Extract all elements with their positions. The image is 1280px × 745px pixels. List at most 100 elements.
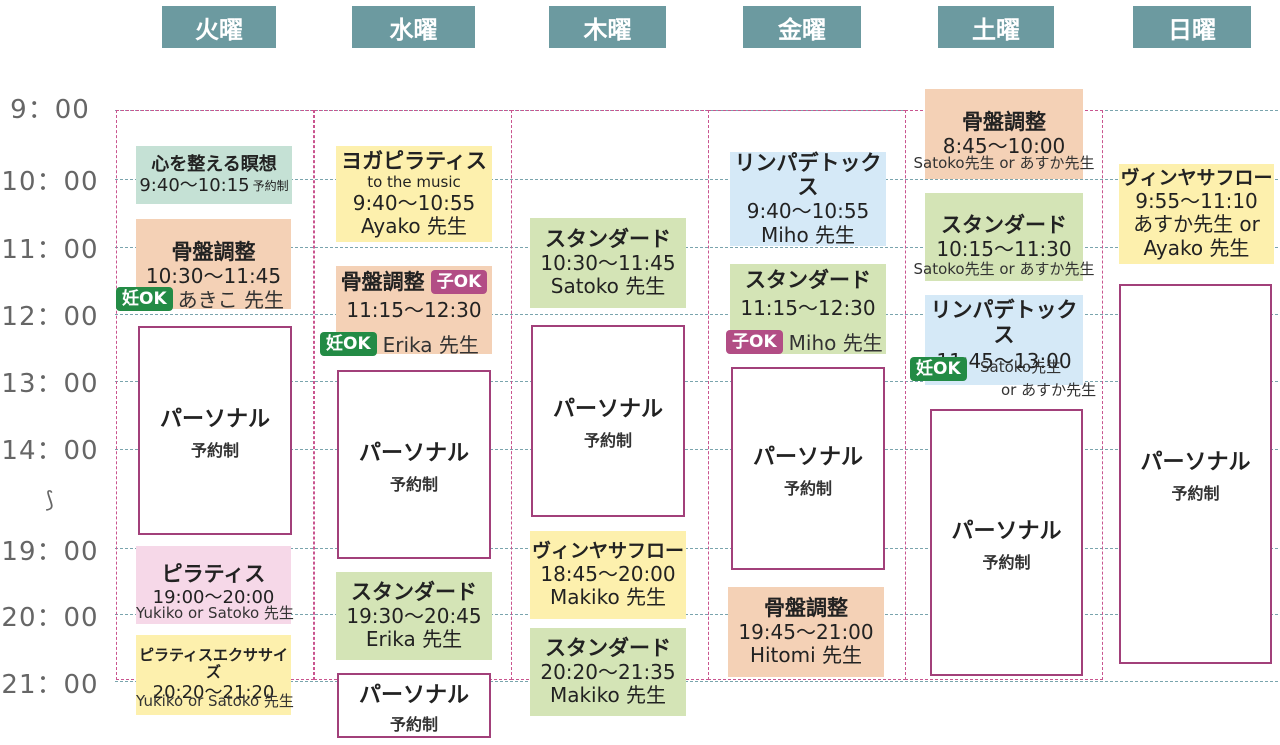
class-teacher: Satoko 先生 — [550, 274, 666, 299]
personal-session-block[interactable]: パーソナル 予約制 — [1119, 284, 1272, 664]
personal-title: パーソナル — [951, 518, 1062, 544]
personal-title: パーソナル — [358, 440, 469, 466]
class-title: 心を整える瞑想 — [151, 153, 277, 175]
day-header-wed: 水曜 — [352, 6, 475, 48]
time-label-10: 10：00 — [1, 167, 99, 197]
personal-session-block[interactable]: パーソナル 予約制 — [138, 326, 292, 535]
class-time: 10:30〜11:45 — [145, 263, 282, 288]
class-block-lymph-detox[interactable]: リンパデトックス 9:40〜10:55 Miho 先生 — [730, 150, 886, 247]
pregnancy-ok-badge: 妊OK — [910, 357, 967, 381]
class-time: 11:15〜12:30 — [740, 295, 876, 320]
class-teacher: Satoko先生 or あすか先生 — [913, 260, 1095, 278]
class-teacher: Makiko 先生 — [549, 585, 667, 610]
personal-note: 予約制 — [389, 474, 438, 494]
class-time: 8:45〜10:00 — [942, 133, 1066, 158]
class-block-standard[interactable]: スタンダード 20:20〜21:35 Makiko 先生 — [530, 628, 686, 716]
class-time: 19:00〜20:00 — [152, 586, 275, 608]
class-teacher-row: 妊OK あきこ 先生 — [116, 284, 284, 313]
class-teacher: あきこ 先生 — [177, 288, 284, 312]
time-label-12: 12：00 — [1, 302, 99, 332]
class-title: 骨盤調整 — [171, 239, 256, 264]
class-block-vinyasa[interactable]: ヴィンヤサフロー 9:55〜11:10 あすか先生 or Ayako 先生 — [1119, 164, 1274, 264]
class-title: ピラティス — [161, 562, 266, 586]
personal-note: 予約制 — [389, 714, 438, 734]
class-block-standard[interactable]: スタンダード 19:30〜20:45 Erika 先生 — [336, 572, 492, 660]
class-teacher: Erika 先生 — [382, 333, 479, 357]
class-time: 9:40〜10:55 — [746, 199, 870, 224]
personal-title: パーソナル — [552, 397, 663, 422]
class-block-standard[interactable]: スタンダード 11:15〜12:30 — [730, 264, 886, 354]
time-label-13: 13：00 — [1, 369, 99, 399]
class-block-vinyasa[interactable]: ヴィンヤサフロー 18:45〜20:00 Makiko 先生 — [530, 531, 686, 619]
class-title: スタンダード — [941, 212, 1067, 237]
time-label-20: 20：00 — [1, 603, 99, 633]
class-block-pelvis[interactable]: 骨盤調整 8:45〜10:00 — [925, 89, 1083, 179]
class-time: 20:20〜21:20 — [152, 682, 275, 704]
class-time: 10:30〜11:45 — [540, 250, 676, 275]
class-block-standard[interactable]: スタンダード 10:30〜11:45 Satoko 先生 — [530, 218, 686, 308]
class-title: ヨガピラティス — [341, 149, 487, 174]
personal-session-block[interactable]: パーソナル 予約制 — [337, 370, 491, 559]
class-block-standard[interactable]: スタンダード 10:15〜11:30 — [925, 193, 1083, 281]
grid-line-11 — [115, 247, 1278, 248]
class-time: 11:45〜13:00 — [936, 348, 1072, 373]
class-title: ヴィンヤサフロー — [531, 540, 684, 563]
class-teacher: Yukiko or Satoko 先生 — [136, 692, 294, 710]
class-teacher: Ayako 先生 — [361, 214, 467, 239]
personal-session-block[interactable]: パーソナル 予約制 — [930, 409, 1083, 676]
grid-line-14 — [115, 449, 1278, 450]
class-teacher: Satoko先生 — [980, 358, 1062, 376]
personal-note: 予約制 — [190, 440, 239, 460]
class-title: 骨盤調整 — [340, 270, 425, 294]
class-title: リンパデトックス — [930, 298, 1078, 347]
class-block-pilates-exercise[interactable]: ピラティスエクササイズ 20:20〜21:20 — [136, 635, 291, 715]
grid-line-20 — [115, 614, 1278, 615]
grid-line-10 — [115, 179, 1278, 180]
class-title: ピラティスエクササイズ — [138, 645, 289, 682]
class-subtitle: to the music — [367, 172, 461, 191]
class-time: 11:15〜12:30 — [346, 297, 482, 322]
personal-title: パーソナル — [159, 406, 270, 432]
personal-note: 予約制 — [783, 478, 832, 498]
class-time: 19:45〜21:00 — [738, 619, 874, 644]
personal-note: 予約制 — [583, 431, 632, 450]
grid-line-12 — [115, 314, 1278, 315]
class-time: 20:20〜21:35 — [540, 659, 676, 684]
class-block-pelvis[interactable]: 骨盤調整 19:45〜21:00 Hitomi 先生 — [728, 587, 884, 677]
class-teacher: Makiko 先生 — [549, 683, 667, 708]
class-title: 骨盤調整 — [962, 109, 1046, 134]
time-label-19: 19：00 — [1, 537, 99, 567]
class-teacher-row: 妊OK Erika 先生 — [320, 329, 479, 358]
class-teacher: Ayako 先生 — [1143, 236, 1250, 260]
personal-session-block[interactable]: パーソナル 予約制 — [531, 325, 685, 517]
class-teacher: あすか先生 or — [1133, 212, 1260, 237]
class-title: スタンダード — [545, 227, 671, 252]
class-time: 18:45〜20:00 — [540, 561, 676, 586]
personal-title: パーソナル — [358, 682, 469, 708]
personal-session-block[interactable]: パーソナル 予約制 — [731, 367, 885, 570]
class-teacher-row: 子OK Miho 先生 — [726, 327, 883, 356]
personal-title: パーソナル — [752, 444, 863, 470]
day-header-tue: 火曜 — [162, 6, 276, 48]
personal-session-block[interactable]: パーソナル 予約制 — [337, 673, 491, 738]
personal-note: 予約制 — [982, 552, 1031, 572]
class-block-pelvis[interactable]: 骨盤調整 10:30〜11:45 — [136, 219, 291, 309]
class-title: スタンダード — [745, 268, 871, 292]
class-block-meditation[interactable]: 心を整える瞑想 9:40〜10:15 予約制 — [136, 146, 292, 204]
class-title: 骨盤調整 — [764, 596, 848, 621]
class-teacher: Miho 先生 — [760, 222, 856, 247]
kids-ok-badge: 子OK — [726, 329, 783, 354]
time-label-11: 11：00 — [1, 235, 99, 265]
day-header-fri: 金曜 — [743, 6, 861, 48]
class-block-pelvis[interactable]: 骨盤調整 子OK 11:15〜12:30 — [336, 266, 492, 354]
class-block-pilates[interactable]: ピラティス 19:00〜20:00 — [136, 546, 291, 624]
day-header-sun: 日曜 — [1133, 6, 1251, 48]
time-label-14: 14：00 — [1, 436, 99, 466]
class-teacher: Hitomi 先生 — [749, 643, 863, 668]
class-teacher: or あすか先生 — [1001, 381, 1097, 399]
class-time: 9:40〜10:15 — [139, 175, 250, 196]
pregnancy-ok-badge: 妊OK — [116, 286, 173, 311]
class-title: リンパデトックス — [734, 150, 882, 200]
class-teacher: Miho 先生 — [788, 331, 883, 355]
class-block-yoga-pilates[interactable]: ヨガピラティス to the music 9:40〜10:55 Ayako 先生 — [336, 146, 492, 242]
